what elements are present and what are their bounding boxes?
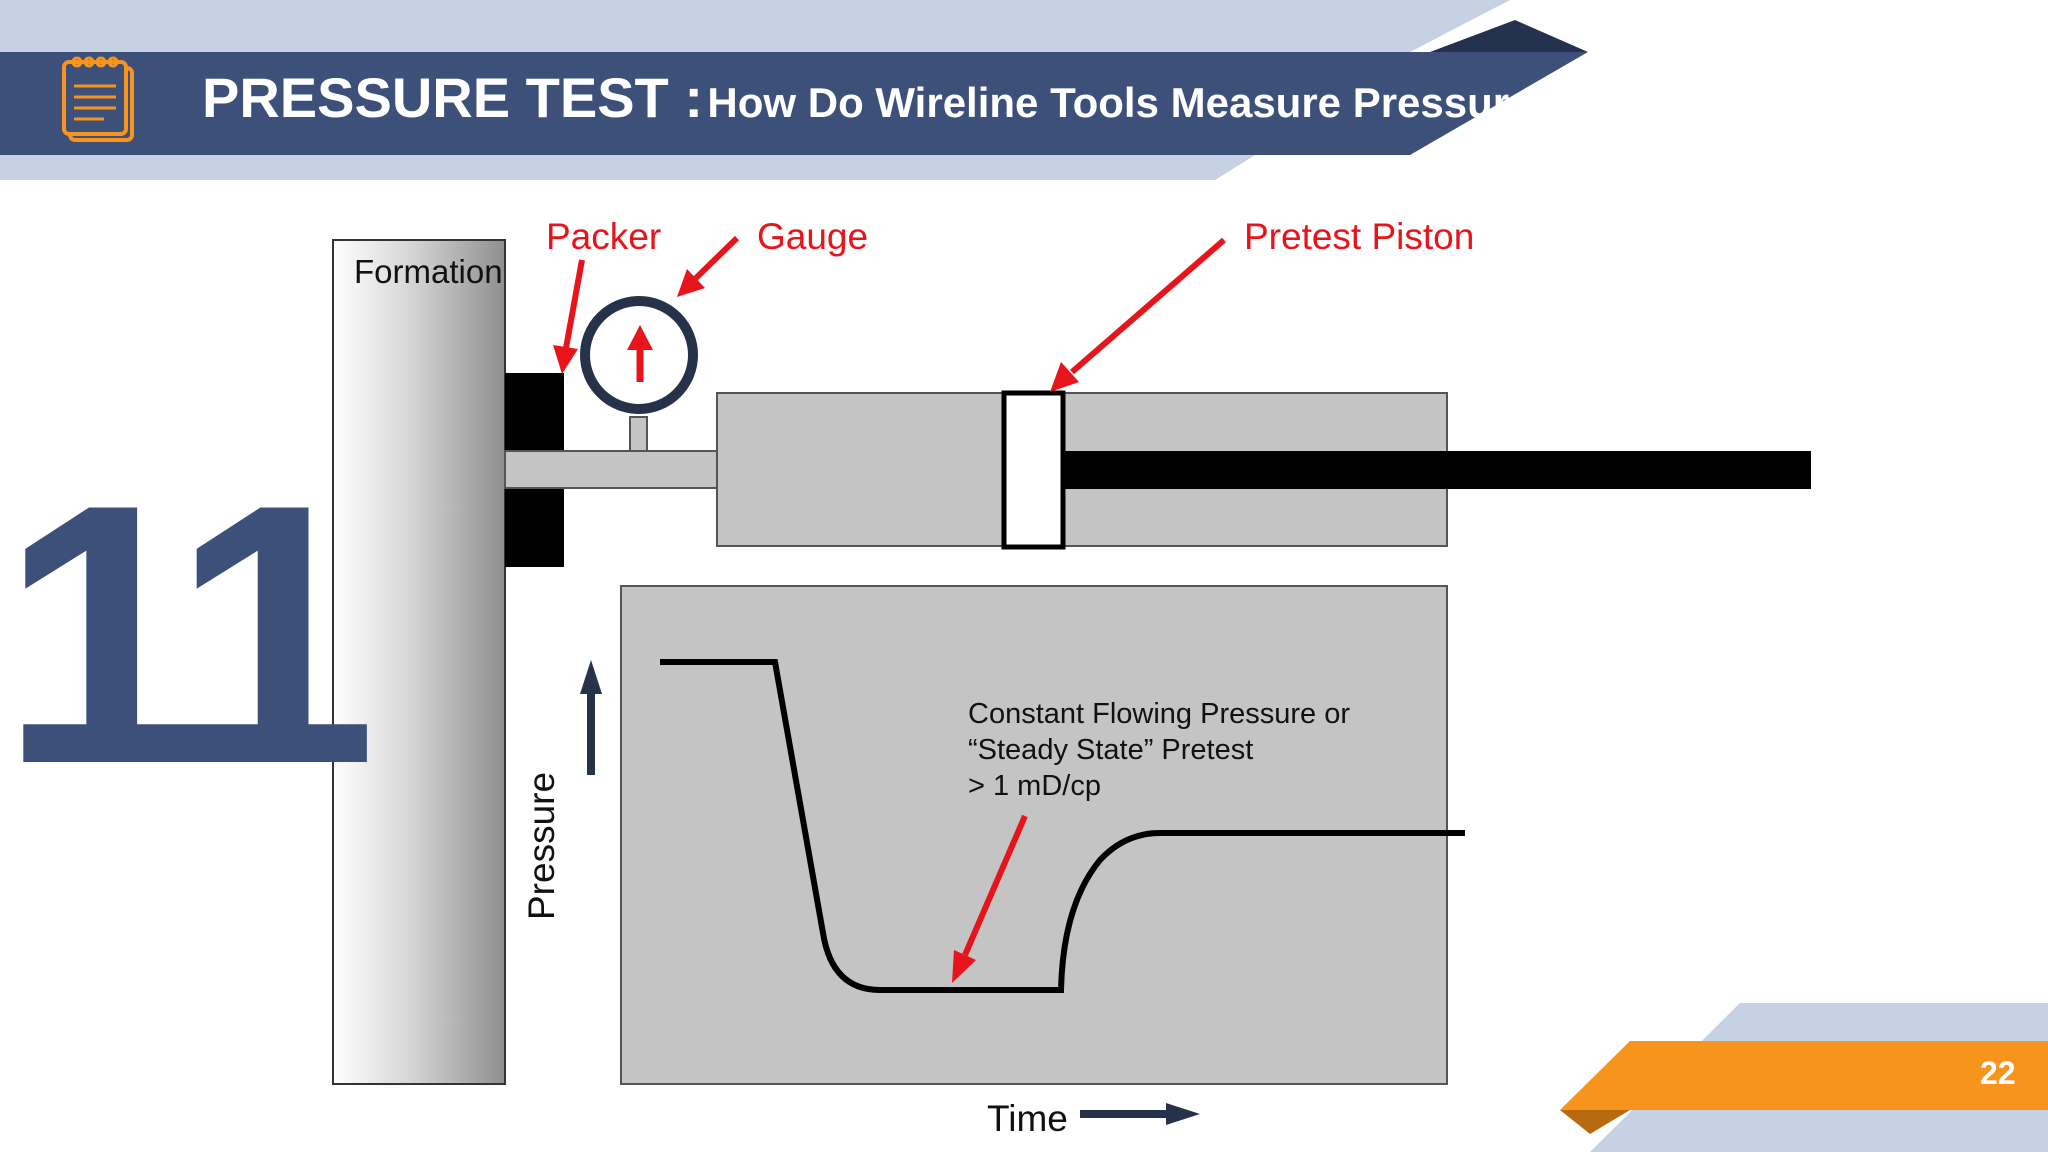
- page-number: 22: [1980, 1055, 2016, 1091]
- formation-wall: [332, 239, 506, 1085]
- pressure-curve: [660, 659, 1465, 993]
- pressure-axis-label: Pressure: [521, 771, 562, 920]
- steady-state-annotation: Constant Flowing Pressure or “Steady Sta…: [968, 696, 1350, 804]
- section-number: 11: [0, 428, 377, 841]
- steady-state-arrow: [952, 814, 1028, 983]
- packer-arrow: [553, 259, 585, 374]
- time-axis-label: Time: [987, 1098, 1068, 1139]
- gauge-stem: [629, 416, 648, 452]
- annotation-line: “Steady State” Pretest: [968, 734, 1254, 766]
- header-banner: [0, 0, 1588, 180]
- time-axis-arrow: [1080, 1103, 1200, 1125]
- packer-bottom: [505, 487, 564, 567]
- slide-title: PRESSURE TEST : How Do Wireline Tools Me…: [202, 70, 1533, 126]
- packer-top: [505, 373, 564, 453]
- notepad-icon: [62, 56, 134, 142]
- pressure-axis-arrow: [580, 660, 602, 775]
- packer-label: Packer: [546, 216, 662, 257]
- title-subtitle: How Do Wireline Tools Measure Pressure: [707, 79, 1533, 126]
- annotation-line: Constant Flowing Pressure or: [968, 698, 1350, 730]
- flow-line: [504, 450, 718, 489]
- piston-arrow: [1050, 237, 1226, 392]
- footer-ribbon: [1560, 1003, 2048, 1152]
- gauge-label: Gauge: [757, 216, 869, 257]
- pretest-piston-label: Pretest Piston: [1244, 216, 1475, 257]
- formation-label: Formation: [354, 253, 503, 290]
- gauge-dial: [580, 296, 698, 414]
- gauge-arrow: [677, 235, 740, 297]
- annotation-line: > 1 mD/cp: [968, 770, 1101, 802]
- pretest-piston: [1001, 390, 1066, 550]
- piston-rod: [1061, 451, 1811, 489]
- title-main: PRESSURE TEST :: [202, 66, 703, 129]
